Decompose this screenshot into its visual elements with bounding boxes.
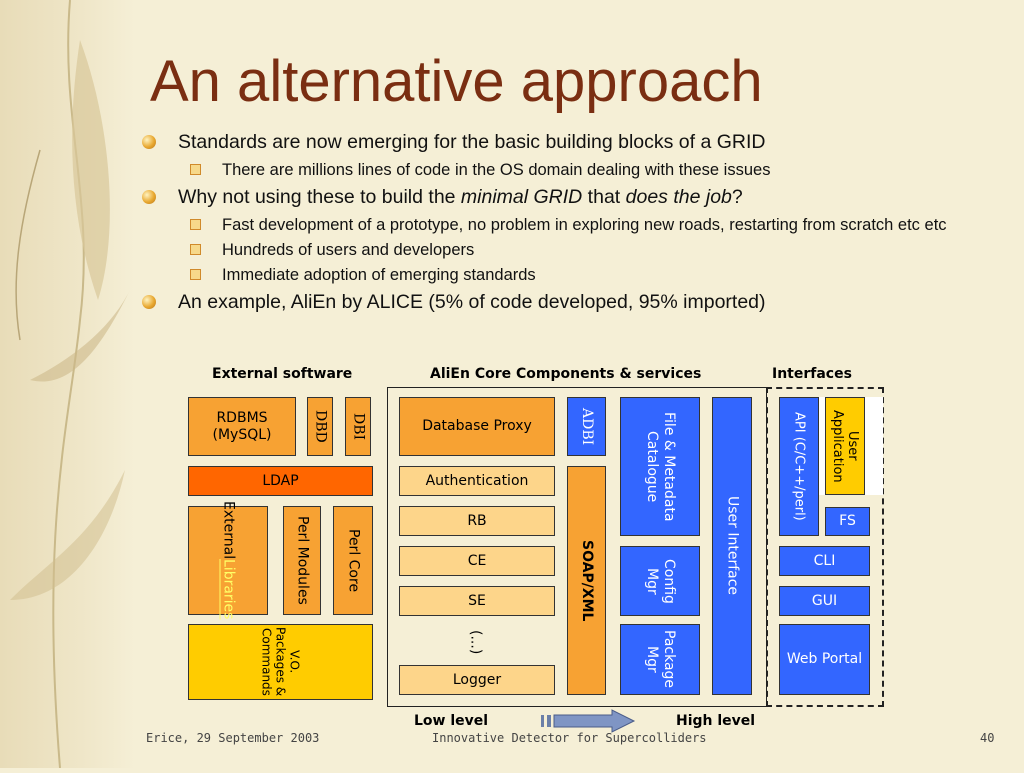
- decorative-leaf-background: [0, 0, 135, 769]
- high-level-label: High level: [676, 713, 756, 729]
- vo-packages-box: V.O. Packages & Commands: [188, 624, 373, 700]
- api-box: API (C/C++/perl): [779, 397, 819, 536]
- config-mgr-box: Config Mgr: [620, 546, 700, 616]
- footer-title: Innovative Detector for Supercolliders: [432, 731, 707, 745]
- perl-modules-box: Perl Modules: [283, 506, 321, 615]
- cli-box: CLI: [779, 546, 870, 576]
- bullet-item: An example, AliEn by ALICE (5% of code d…: [140, 290, 1000, 314]
- ldap-box: LDAP: [188, 466, 373, 496]
- bullet-text: Why not using these to build the: [178, 186, 461, 208]
- bullet-text: An example, AliEn by ALICE (5% of code d…: [178, 291, 766, 313]
- rb-box: RB: [399, 506, 555, 536]
- sub-bullet-marker-icon: [190, 244, 201, 255]
- authentication-box: Authentication: [399, 466, 555, 496]
- package-mgr-box: Package Mgr: [620, 624, 700, 695]
- gui-box: GUI: [779, 586, 870, 616]
- core-components-header: AliEn Core Components & services: [430, 366, 702, 382]
- slide-title: An alternative approach: [150, 49, 763, 114]
- bullet-emphasis: does the job: [625, 186, 732, 208]
- external-libraries-label: External: [220, 501, 237, 560]
- sub-bullet-marker-icon: [190, 219, 201, 230]
- low-level-label: Low level: [414, 713, 489, 729]
- adbi-box: ADBI: [567, 397, 606, 456]
- sub-bullet-text: There are millions lines of code in the …: [222, 161, 771, 179]
- sub-bullet-text: Hundreds of users and developers: [222, 241, 475, 259]
- sub-bullet-item: Fast development of a prototype, no prob…: [140, 215, 1000, 235]
- user-interface-box: User Interface: [712, 397, 752, 695]
- sub-bullet-marker-icon: [190, 164, 201, 175]
- external-libraries-link: Libraries: [220, 559, 237, 620]
- bullet-marker-icon: [142, 295, 156, 309]
- ce-box: CE: [399, 546, 555, 576]
- se-box: SE: [399, 586, 555, 616]
- bullet-emphasis: minimal GRID: [460, 186, 583, 208]
- perl-core-box: Perl Core: [333, 506, 373, 615]
- sub-bullet-text: Fast development of a prototype, no prob…: [222, 216, 947, 234]
- sub-bullet-item: There are millions lines of code in the …: [140, 160, 1000, 180]
- bullet-text: ?: [731, 186, 743, 208]
- bullet-item: Why not using these to build the minimal…: [140, 185, 1000, 209]
- rdbms-box: RDBMS (MySQL): [188, 397, 296, 456]
- database-proxy-box: Database Proxy: [399, 397, 555, 456]
- web-portal-box: Web Portal: [779, 624, 870, 695]
- more-components-ellipsis: (...): [467, 629, 484, 655]
- leaf-illustration: [10, 0, 130, 769]
- sub-bullet-text: Immediate adoption of emerging standards: [222, 266, 536, 284]
- bullet-marker-icon: [142, 135, 156, 149]
- fs-box: FS: [825, 507, 870, 536]
- footer-date: Erice, 29 September 2003: [146, 731, 320, 745]
- bullet-list: Standards are now emerging for the basic…: [140, 130, 1000, 320]
- user-application-box: User Application: [825, 397, 865, 495]
- bullet-text: Standards are now emerging for the basic…: [178, 131, 766, 153]
- sub-bullet-marker-icon: [190, 269, 201, 280]
- interfaces-header: Interfaces: [772, 366, 852, 382]
- external-software-header: External software: [212, 366, 353, 382]
- page-number: 40: [980, 731, 995, 745]
- logger-box: Logger: [399, 665, 555, 695]
- file-catalogue-box: File & Metadata Catalogue: [620, 397, 700, 536]
- sub-bullet-item: Immediate adoption of emerging standards: [140, 265, 1000, 285]
- bullet-item: Standards are now emerging for the basic…: [140, 130, 1000, 154]
- soap-xml-box: SOAP/XML: [567, 466, 606, 695]
- sub-bullet-item: Hundreds of users and developers: [140, 240, 1000, 260]
- low-to-high-arrow-icon: [541, 709, 636, 733]
- dbd-box: DBD: [307, 397, 333, 456]
- bullet-marker-icon: [142, 190, 156, 204]
- bullet-text: that: [582, 186, 626, 208]
- interfaces-frame: [766, 387, 884, 707]
- dbi-box: DBI: [345, 397, 371, 456]
